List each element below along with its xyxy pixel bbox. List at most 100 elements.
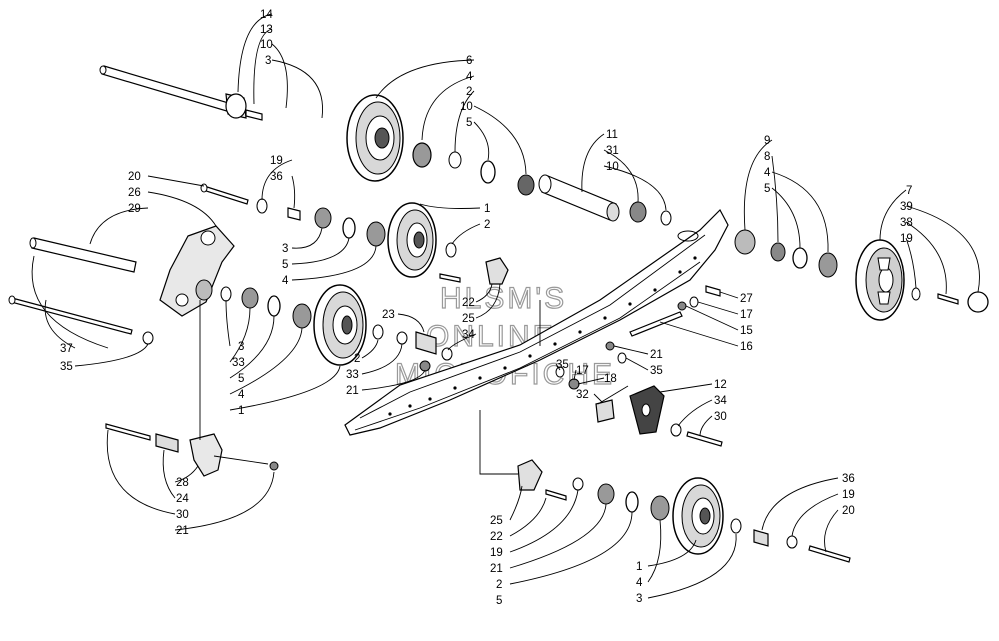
spacer-icon (287, 207, 301, 221)
callout-39: 39 (900, 201, 913, 213)
callout-35: 35 (60, 361, 73, 373)
callout-37: 37 (60, 343, 73, 355)
callout-1: 1 (238, 405, 244, 417)
nut-icon (605, 341, 615, 351)
callout-36: 36 (270, 171, 283, 183)
callout-21: 21 (346, 385, 359, 397)
callout-2: 2 (354, 353, 360, 365)
callout-5: 5 (764, 183, 770, 195)
callout-5: 5 (496, 595, 502, 607)
callout-21: 21 (490, 563, 503, 575)
callout-14: 14 (260, 9, 273, 21)
callout-5: 5 (282, 259, 288, 271)
bolt-icon (686, 431, 723, 447)
cross-shaft (31, 237, 137, 273)
callout-10: 10 (606, 161, 619, 173)
callout-5: 5 (466, 117, 472, 129)
callout-25: 25 (462, 313, 475, 325)
callout-3: 3 (282, 243, 288, 255)
callout-5: 5 (238, 373, 244, 385)
washer-icon (448, 151, 462, 169)
bushing-icon (314, 207, 332, 229)
callout-22: 22 (490, 531, 503, 543)
washer-icon (786, 535, 798, 549)
bearing-icon (818, 252, 838, 278)
upper-shaft (99, 65, 263, 121)
washer-icon (670, 423, 682, 437)
washer-icon (911, 287, 921, 301)
idler-wheel-top (346, 94, 404, 182)
callout-24: 24 (176, 493, 189, 505)
bearing-icon (650, 495, 670, 521)
callout-22: 22 (462, 297, 475, 309)
callout-1: 1 (484, 203, 490, 215)
bushing-icon (629, 201, 647, 223)
nut-icon (568, 378, 580, 390)
washer-icon (372, 324, 384, 340)
spacer-icon (753, 529, 769, 547)
mount-bracket (485, 257, 509, 285)
bolt-icon (545, 489, 567, 501)
washer-icon (689, 296, 699, 308)
callout-21: 21 (176, 525, 189, 537)
snap-ring-icon (480, 160, 496, 184)
washer-icon (572, 477, 584, 491)
watermark-line-1: HLSM'S (440, 282, 567, 315)
bushing-icon (597, 483, 615, 505)
callout-3: 3 (238, 341, 244, 353)
callout-30: 30 (714, 411, 727, 423)
snap-ring-icon (267, 295, 281, 317)
callout-7: 7 (906, 185, 912, 197)
spacer-icon (155, 433, 179, 453)
callout-3: 3 (265, 55, 271, 67)
callout-25: 25 (490, 515, 503, 527)
callout-2: 2 (496, 579, 502, 591)
spacer-icon (705, 285, 721, 297)
washer-icon (445, 242, 457, 258)
bolt-icon (439, 273, 461, 283)
callout-27: 27 (740, 293, 753, 305)
callout-36: 36 (842, 473, 855, 485)
callout-2: 2 (484, 219, 490, 231)
callout-34: 34 (714, 395, 727, 407)
snap-ring-icon (342, 217, 356, 239)
callout-4: 4 (636, 577, 643, 589)
nut-icon (419, 360, 431, 372)
callout-35: 35 (556, 359, 569, 371)
snap-ring-icon (792, 247, 808, 269)
callout-3: 3 (636, 593, 642, 605)
spacer-sleeve (538, 174, 620, 222)
bearing-icon (412, 142, 432, 168)
washer-icon (660, 210, 672, 226)
slide-rail-frame (344, 209, 729, 436)
callout-4: 4 (282, 275, 289, 287)
callout-20: 20 (842, 505, 855, 517)
bolt-icon (105, 423, 151, 441)
callout-33: 33 (346, 369, 359, 381)
callout-13: 13 (260, 24, 273, 36)
bushing-icon (770, 242, 786, 262)
callout-19: 19 (270, 155, 283, 167)
bearing-icon (292, 303, 312, 329)
callout-4: 4 (764, 167, 771, 179)
callout-2: 2 (466, 86, 472, 98)
bolt-icon (629, 311, 683, 337)
callout-10: 10 (460, 101, 473, 113)
callout-19: 19 (842, 489, 855, 501)
long-bolt (10, 297, 133, 335)
washer-icon (142, 331, 154, 345)
snap-ring-icon (625, 491, 639, 513)
callout-31: 31 (606, 145, 619, 157)
spacer-block (595, 399, 615, 423)
nut-icon (677, 301, 687, 311)
callout-35: 35 (650, 365, 663, 377)
callout-11: 11 (606, 129, 618, 141)
callout-29: 29 (128, 203, 141, 215)
hub-icon (734, 229, 756, 255)
rear-wheel (855, 239, 905, 321)
leader-lines (31, 13, 980, 599)
callout-23: 23 (382, 309, 395, 321)
idler-wheel-lower-right (672, 477, 724, 555)
callout-16: 16 (740, 341, 753, 353)
